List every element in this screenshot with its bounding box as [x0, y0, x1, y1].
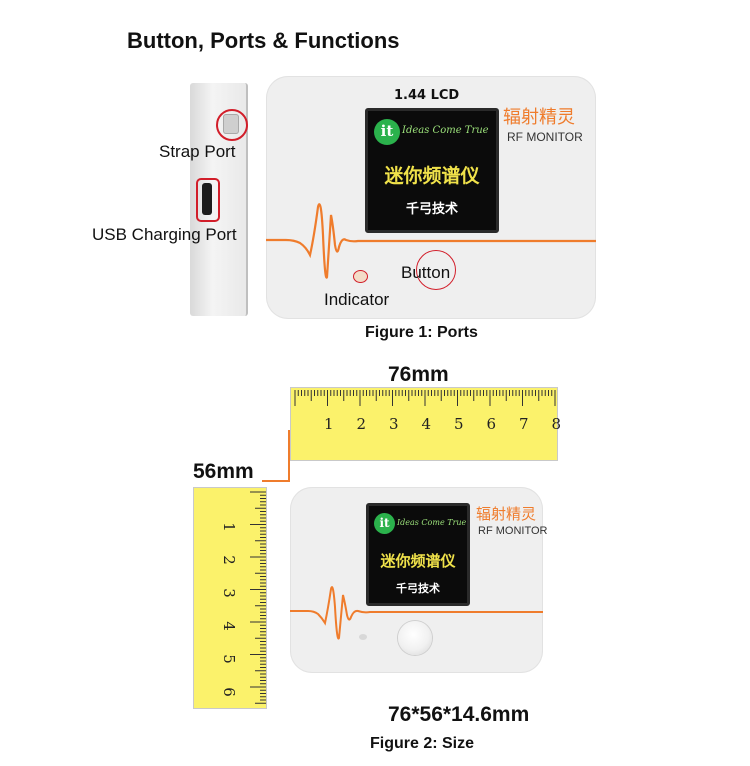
height-dimension-label: 56mm: [193, 460, 254, 483]
ruler-top-number: 7: [519, 415, 529, 433]
lcd-screen: it Ideas Come True 迷你频谱仪 千弓技术: [365, 108, 499, 233]
ruler-left-number: 2: [219, 555, 238, 565]
figure2-caption: Figure 2: Size: [370, 735, 475, 752]
it-logo-icon: it: [374, 119, 400, 145]
ruler-left-number: 4: [219, 621, 238, 631]
rf-waveform-small-icon: [290, 586, 543, 640]
ruler-top-number: 8: [551, 415, 562, 433]
left-ruler: 1 2 3 4 5 6: [193, 487, 267, 709]
it-logo-small-icon: it: [374, 513, 395, 534]
power-button[interactable]: [398, 621, 432, 655]
ruler-top-number: 2: [356, 415, 367, 433]
dimensions-text: 76*56*14.6mm: [388, 703, 530, 726]
dimension-connector-horizontal: [262, 480, 290, 482]
width-dimension-label: 76mm: [388, 363, 449, 386]
lcd-spec-label: 1.44 LCD: [394, 88, 460, 103]
ruler-top-number: 5: [454, 415, 464, 433]
dimension-connector-vertical: [288, 430, 290, 482]
ruler-top-number: 6: [486, 415, 497, 433]
page-heading: Button, Ports & Functions: [127, 28, 400, 53]
strap-port-highlight: [216, 109, 248, 141]
screen-title: 迷你频谱仪: [384, 165, 480, 187]
screen-subtitle-small: 千弓技术: [396, 582, 440, 595]
usb-port-slot: [202, 183, 212, 215]
screen-subtitle: 千弓技术: [405, 202, 458, 217]
brand-english: RF MONITOR: [507, 130, 583, 144]
ruler-top-number: 1: [324, 415, 334, 433]
screen-title-small: 迷你频谱仪: [380, 552, 456, 570]
strap-port-label: Strap Port: [159, 142, 236, 161]
top-ruler-ticks: [294, 390, 556, 406]
brand-chinese-small: 辐射精灵: [476, 505, 537, 523]
rf-waveform-small-line: [290, 586, 543, 640]
ruler-top-number: 4: [421, 415, 432, 433]
indicator-label: Indicator: [324, 290, 390, 309]
usb-port-highlight: [196, 178, 220, 222]
rf-waveform-icon: [266, 203, 596, 279]
figure1-caption: Figure 1: Ports: [365, 324, 478, 341]
ruler-left-number: 3: [219, 588, 238, 598]
brand-chinese: 辐射精灵: [503, 107, 575, 128]
usb-port-label: USB Charging Port: [92, 225, 237, 244]
left-ruler-ticks: [250, 491, 266, 704]
brand-english-small: RF MONITOR: [478, 525, 548, 537]
indicator-led-small: [359, 634, 367, 640]
top-ruler: 1 2 3 4 5 6 7 8: [290, 387, 561, 461]
indicator-led: [353, 270, 368, 283]
ruler-left-number: 6: [219, 687, 238, 697]
button-label: Button: [401, 263, 451, 282]
slogan-text: Ideas Come True: [402, 125, 489, 136]
lcd-screen-small: it Ideas Come True 迷你频谱仪 千弓技术: [366, 503, 470, 606]
button-highlight-ring: [416, 250, 456, 290]
rf-waveform-line: [266, 203, 596, 279]
slogan-text-small: Ideas Come True: [397, 518, 467, 527]
ruler-top-number: 3: [389, 415, 399, 433]
ruler-left-number: 5: [219, 654, 238, 664]
ruler-left-number: 1: [219, 522, 238, 532]
